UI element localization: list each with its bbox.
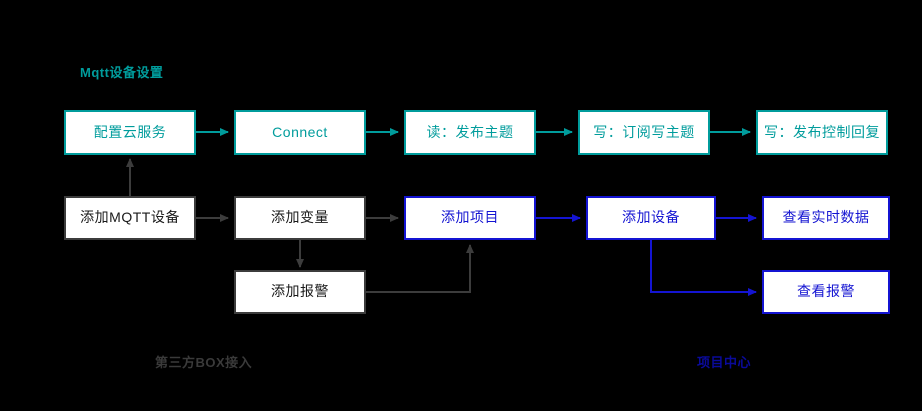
node-connect[interactable]: Connect bbox=[234, 110, 366, 155]
section-title-project-center: 项目中心 bbox=[697, 355, 752, 370]
node-view-realtime-data[interactable]: 查看实时数据 bbox=[762, 196, 890, 240]
node-read-publish-topic[interactable]: 读：发布主题 bbox=[404, 110, 536, 155]
node-add-variable[interactable]: 添加变量 bbox=[234, 196, 366, 240]
node-write-subscribe-topic[interactable]: 写：订阅写主题 bbox=[578, 110, 710, 155]
node-label: 添加MQTT设备 bbox=[80, 209, 180, 226]
node-add-project[interactable]: 添加项目 bbox=[404, 196, 536, 240]
node-add-alarm[interactable]: 添加报警 bbox=[234, 270, 366, 314]
node-add-mqtt-device[interactable]: 添加MQTT设备 bbox=[64, 196, 196, 240]
node-view-alarm[interactable]: 查看报警 bbox=[762, 270, 890, 314]
section-title-thirdparty-box: 第三方BOX接入 bbox=[155, 355, 253, 370]
node-label: 添加项目 bbox=[441, 209, 499, 226]
node-label: 读：发布主题 bbox=[426, 123, 514, 140]
node-add-device[interactable]: 添加设备 bbox=[586, 196, 716, 240]
node-label: 写：订阅写主题 bbox=[593, 123, 695, 140]
node-write-publish-control-reply[interactable]: 写：发布控制回复 bbox=[756, 110, 888, 155]
node-label: 写：发布控制回复 bbox=[764, 123, 880, 140]
node-label: 查看报警 bbox=[797, 283, 855, 300]
node-config-cloud-service[interactable]: 配置云服务 bbox=[64, 110, 196, 155]
node-label: 添加设备 bbox=[622, 209, 680, 226]
node-label: 添加变量 bbox=[271, 209, 329, 226]
section-title-mqtt: Mqtt设备设置 bbox=[80, 65, 164, 80]
node-label: Connect bbox=[272, 123, 328, 140]
node-label: 添加报警 bbox=[271, 283, 329, 300]
node-label: 查看实时数据 bbox=[782, 209, 870, 226]
node-label: 配置云服务 bbox=[93, 123, 167, 140]
